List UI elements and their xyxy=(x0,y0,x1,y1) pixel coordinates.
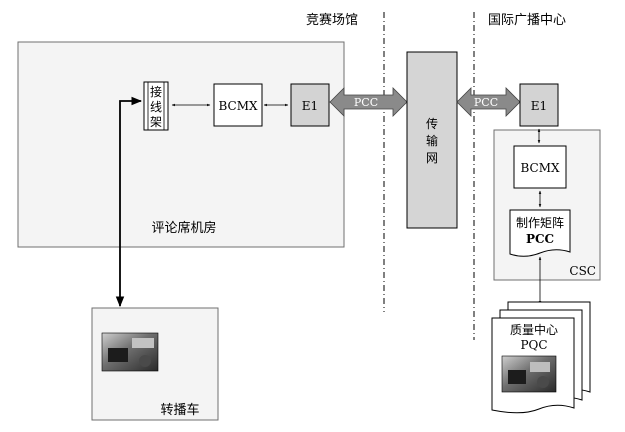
network-label-1: 传 xyxy=(426,116,438,131)
e1-right-box xyxy=(519,83,559,127)
patch-panel: 接 线 架 xyxy=(143,81,169,131)
commentary-room-box xyxy=(17,41,345,248)
e1-right-label: E1 xyxy=(531,99,547,113)
bcmx-right-box xyxy=(513,145,567,189)
patch-panel-label-3: 架 xyxy=(150,115,162,129)
matrix-label-1: 制作矩阵 xyxy=(516,216,564,230)
csc-label: CSC xyxy=(569,264,596,278)
bcmx-left-label: BCMX xyxy=(218,99,258,113)
pqc-label-1: 质量中心 xyxy=(510,322,558,337)
network-label-2: 输 xyxy=(426,133,438,148)
pqc-photo xyxy=(501,355,557,393)
production-matrix-box xyxy=(509,209,571,257)
patch-panel-label-1: 接 xyxy=(150,84,162,99)
patch-panel-label-2: 线 xyxy=(150,100,162,114)
bcmx-right-label: BCMX xyxy=(520,161,560,175)
network-label-3: 网 xyxy=(426,151,438,165)
e1-left-box xyxy=(290,83,330,127)
pcc-right-label: PCC xyxy=(474,96,498,109)
zone-label-venue: 竞赛场馆 xyxy=(306,12,358,28)
pqc-label-2: PQC xyxy=(520,338,547,352)
ob-van-photo xyxy=(101,332,159,372)
link-panel-obvan xyxy=(115,96,143,308)
e1-left-label: E1 xyxy=(302,99,318,113)
bcmx-left-box xyxy=(213,83,263,127)
matrix-label-2: PCC xyxy=(526,232,554,246)
transmission-network-box xyxy=(406,51,458,229)
ob-van-label: 转播车 xyxy=(160,402,199,418)
pcc-left-label: PCC xyxy=(354,96,378,109)
commentary-room-label: 评论席机房 xyxy=(151,220,216,236)
zone-label-ibc: 国际广播中心 xyxy=(488,13,566,28)
